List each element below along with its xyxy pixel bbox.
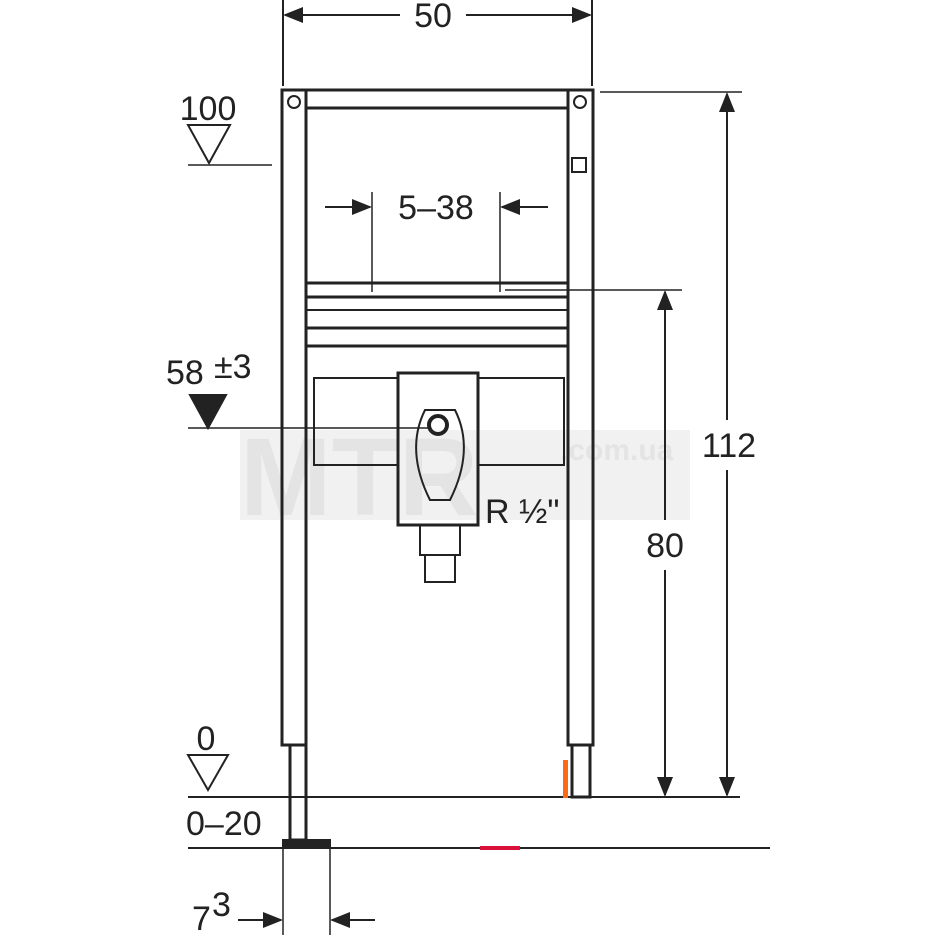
accent-mark-orange: [563, 760, 568, 798]
dimension-total-width: [282, 0, 593, 86]
dimension-basin-height: [505, 289, 682, 797]
dimension-total-height: [600, 91, 742, 797]
label-total-width: 50: [414, 0, 452, 35]
label-connection-tolerance: ±3: [214, 348, 252, 386]
watermark-brand: MTR: [240, 416, 478, 539]
level-100-marker-icon: [186, 124, 232, 166]
watermark-domain: .com.ua: [560, 434, 674, 467]
frame: [280, 88, 595, 849]
label-connection-height: 58: [166, 354, 204, 392]
label-thread: R ½": [485, 493, 559, 531]
label-foot-offset-sup: 3: [212, 886, 231, 924]
level-0-marker-icon: [186, 754, 230, 793]
label-total-height: 112: [702, 427, 756, 465]
dimension-foot-offset: [238, 848, 375, 935]
level-58-marker-icon: [188, 394, 228, 431]
label-top-level: 100: [180, 90, 237, 128]
label-floor-adjust: 0–20: [186, 805, 262, 843]
label-floor-level: 0: [197, 720, 216, 758]
dimension-bracket-spacing: [325, 192, 548, 292]
watermark: MTR .com.ua: [240, 416, 690, 539]
accent-mark-red: [480, 846, 520, 850]
label-foot-offset: 7: [192, 900, 211, 938]
label-basin-height: 80: [646, 527, 684, 565]
label-bracket-spacing: 5–38: [398, 189, 474, 227]
